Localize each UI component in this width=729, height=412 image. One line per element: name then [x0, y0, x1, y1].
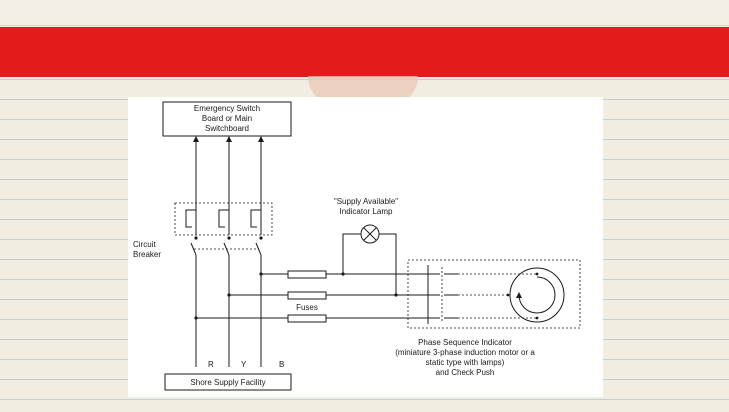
circuit-breaker-label-line1: Circuit	[133, 240, 156, 249]
fuses-label: Fuses	[296, 303, 318, 312]
circuit-breaker-label-line2: Breaker	[133, 250, 161, 259]
switchboard-label-line1: Emergency Switch	[194, 104, 260, 113]
supply-available-lamp	[342, 224, 397, 295]
shore-supply-label: Shore Supply Facility	[190, 378, 265, 387]
phase-label-b: B	[279, 360, 284, 369]
breaker-contact-enclosure	[174, 202, 273, 240]
indicator-label-line3: static type with lamps)	[426, 358, 505, 367]
switchboard-box: Emergency Switch Board or Main Switchboa…	[162, 101, 292, 137]
switchboard-label-line2: Board or Main	[202, 114, 252, 123]
indicator-label-line4: and Check Push	[436, 368, 495, 377]
indicator-label-line2: (miniature 3-phase induction motor or a	[395, 348, 535, 357]
slide-title-bar	[0, 27, 729, 77]
shore-supply-box: Shore Supply Facility	[164, 373, 292, 391]
phase-label-y: Y	[241, 360, 247, 369]
slide-top-strip	[0, 0, 729, 26]
phase-sequence-indicator	[407, 259, 581, 329]
fuse-taps	[194, 270, 428, 323]
lamp-label-line1: "Supply Available"	[334, 197, 398, 206]
phase-feeder-lines	[193, 136, 264, 203]
phase-label-r: R	[208, 360, 214, 369]
circuit-breaker-switches	[190, 242, 262, 367]
indicator-label-line1: Phase Sequence Indicator	[418, 338, 512, 347]
wiring-diagram: Emergency Switch Board or Main Switchboa…	[128, 97, 603, 397]
switchboard-label-line3: Switchboard	[205, 124, 249, 133]
lamp-label-line2: Indicator Lamp	[340, 207, 393, 216]
